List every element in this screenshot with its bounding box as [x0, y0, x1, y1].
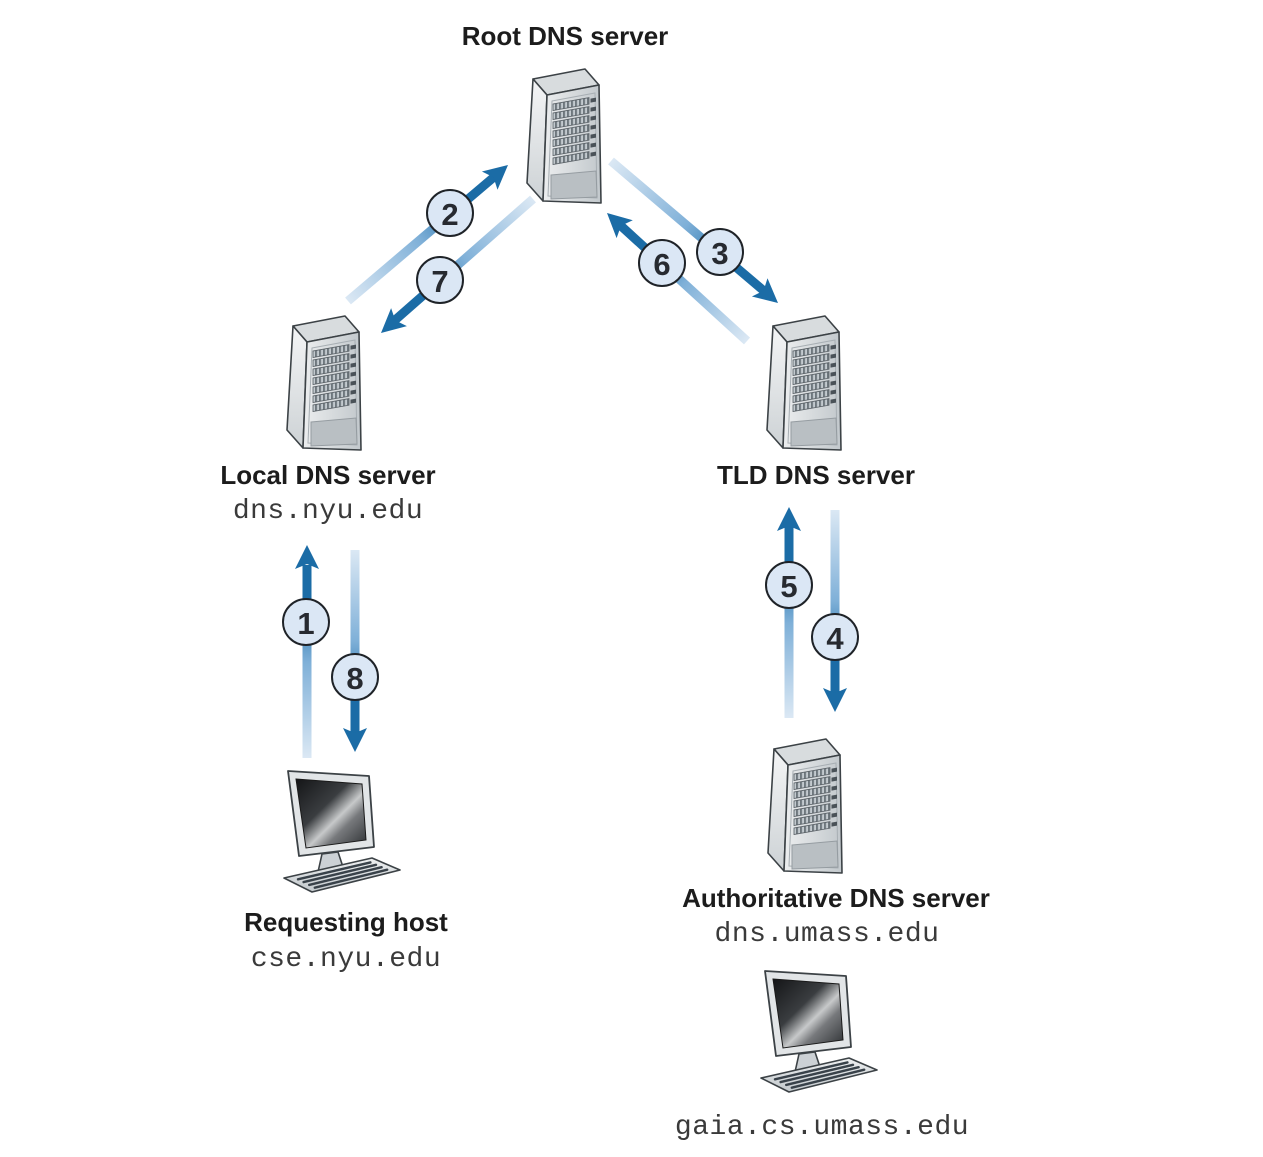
- arrow-step-8: [343, 550, 367, 752]
- root-dns-server-icon: [526, 68, 602, 204]
- step-badge-4: 4: [811, 613, 859, 661]
- arrow-step-3: [608, 157, 778, 303]
- step-badge-6: 6: [638, 239, 686, 287]
- step-badge-5: 5: [765, 561, 813, 609]
- requesting-host-label: Requesting host: [244, 907, 448, 937]
- step-badge-2: 2: [426, 189, 474, 237]
- step-number-4: 4: [826, 620, 844, 656]
- step-number-2: 2: [441, 196, 459, 232]
- step-number-3: 3: [711, 235, 729, 271]
- target-host-hostname: gaia.cs.umass.edu: [674, 1112, 970, 1143]
- arrow-step-6: [607, 213, 751, 345]
- requesting-host-computer-icon: [282, 769, 402, 894]
- authoritative-dns-label: Authoritative DNS server: [682, 883, 990, 913]
- step-number-1: 1: [297, 605, 315, 641]
- local-dns-hostname: dns.nyu.edu: [232, 496, 424, 527]
- arrow-step-4: [823, 510, 847, 712]
- local-dns-label: Local DNS server: [220, 460, 436, 490]
- step-number-5: 5: [780, 568, 798, 604]
- target-host-computer-icon: [759, 969, 879, 1094]
- step-badge-8: 8: [331, 653, 379, 701]
- arrow-step-2: [345, 165, 508, 305]
- authoritative-dns-hostname: dns.umass.edu: [714, 919, 940, 950]
- step-number-7: 7: [431, 263, 449, 299]
- step-number-8: 8: [346, 660, 364, 696]
- step-number-6: 6: [653, 246, 671, 282]
- arrow-step-1: [295, 545, 319, 758]
- authoritative-dns-server-icon: [767, 738, 843, 874]
- arrow-step-5: [777, 507, 801, 718]
- tld-dns-server-icon: [766, 315, 842, 451]
- tld-dns-label: TLD DNS server: [717, 460, 915, 490]
- requesting-host-hostname: cse.nyu.edu: [250, 944, 442, 975]
- step-badge-1: 1: [282, 598, 330, 646]
- root-dns-label: Root DNS server: [461, 21, 669, 51]
- local-dns-server-icon: [286, 315, 362, 451]
- step-badge-3: 3: [696, 228, 744, 276]
- step-badge-7: 7: [416, 256, 464, 304]
- arrow-step-7: [381, 195, 536, 333]
